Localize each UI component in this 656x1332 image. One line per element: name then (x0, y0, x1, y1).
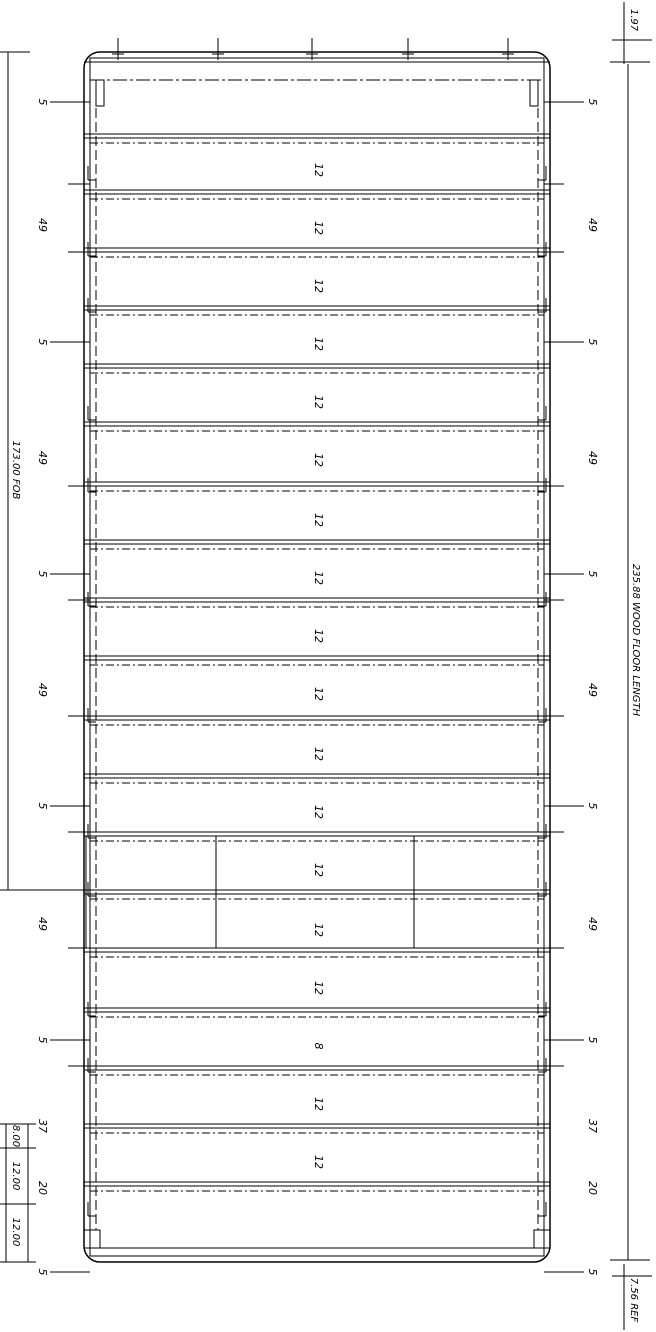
board-width-label: 12 (312, 923, 325, 937)
wood-floor-length-label: 235.88 WOOD FLOOR LENGTH (630, 564, 641, 717)
ref-label: 7.56 REF (628, 1278, 639, 1323)
board-width-label: 12 (312, 687, 325, 701)
left-side-label: 5 (36, 99, 49, 106)
board-width-label: 12 (312, 1097, 325, 1111)
right-side-label: 37 (586, 1119, 599, 1133)
right-side-label: 49 (586, 451, 599, 465)
right-side-label: 5 (586, 1269, 599, 1276)
pocket-left (85, 835, 217, 949)
corner-bracket-right (529, 79, 539, 107)
board-width-label: 12 (312, 805, 325, 819)
left-side-label: 5 (36, 1037, 49, 1044)
board-width-label: 12 (312, 863, 325, 877)
board-width-label: 12 (312, 337, 325, 351)
board-width-label: 12 (312, 981, 325, 995)
left-side-label: 5 (36, 803, 49, 810)
floor-inner-outline (89, 57, 545, 1257)
left-side-label: 49 (36, 683, 49, 697)
left-side-label: 5 (36, 1269, 49, 1276)
right-side-label: 49 (586, 683, 599, 697)
right-side-label: 5 (586, 1037, 599, 1044)
board-width-label: 12 (312, 163, 325, 177)
left-side-label: 5 (36, 571, 49, 578)
board-width-label: 12 (312, 513, 325, 527)
board-width-label: 12 (312, 279, 325, 293)
corner-post-right (533, 1229, 551, 1249)
board-width-label: 12 (312, 395, 325, 409)
left-side-label: 20 (36, 1181, 49, 1195)
small-dim-label: 12.00 (10, 1218, 21, 1247)
fob-label: 173.00 FOB (10, 441, 21, 500)
board-width-label: 12 (312, 629, 325, 643)
board-width-label: 12 (312, 453, 325, 467)
left-side-label: 49 (36, 917, 49, 931)
right-side-label: 5 (586, 571, 599, 578)
right-side-label: 20 (586, 1181, 599, 1195)
left-side-label: 49 (36, 218, 49, 232)
left-side-label: 49 (36, 451, 49, 465)
right-side-label: 5 (586, 99, 599, 106)
small-dim-label: 12.00 (10, 1162, 21, 1191)
board-width-label: 8 (312, 1043, 325, 1050)
right-side-label: 5 (586, 339, 599, 346)
small-dim-label: 8.00 (10, 1125, 21, 1147)
left-side-label: 37 (36, 1119, 49, 1133)
board-width-label: 12 (312, 747, 325, 761)
right-side-label: 5 (586, 803, 599, 810)
corner-post-left (83, 1229, 101, 1249)
board-width-label: 12 (312, 221, 325, 235)
right-side-label: 49 (586, 218, 599, 232)
right-side-label: 49 (586, 917, 599, 931)
corner-bracket-left (95, 79, 105, 107)
pocket-right (413, 835, 545, 949)
left-side-label: 5 (36, 339, 49, 346)
board-width-label: 12 (312, 1155, 325, 1169)
top-gap-label: 1.97 (628, 9, 639, 32)
board-width-label: 12 (312, 571, 325, 585)
